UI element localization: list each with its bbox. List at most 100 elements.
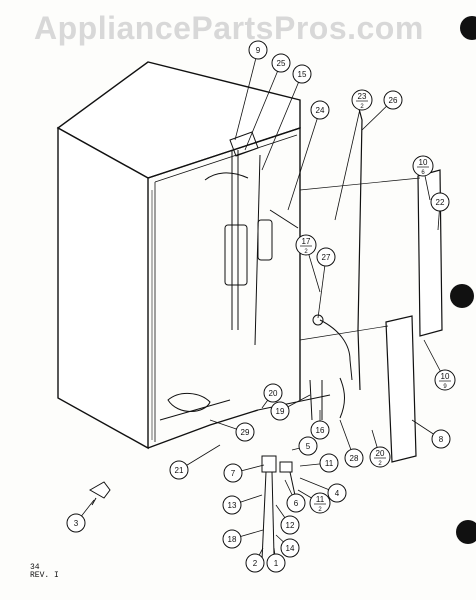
callout-c4: 4 xyxy=(327,483,347,503)
leader-line-c9 xyxy=(234,49,259,141)
callout-c25: 25 xyxy=(271,53,291,73)
callout-circle xyxy=(286,493,306,513)
callout-number: 24 xyxy=(316,106,325,115)
binder-hole-bottom xyxy=(456,520,476,544)
binder-hole-top xyxy=(460,16,476,40)
callout-subnumber: 2 xyxy=(304,249,308,255)
callout-circle xyxy=(310,420,330,440)
callout-circle xyxy=(319,453,339,473)
callout-subnumber: 2 xyxy=(318,507,322,513)
callout-number: 18 xyxy=(228,535,237,544)
rear-components xyxy=(159,131,299,421)
callout-c29: 29 xyxy=(235,422,255,442)
callout-circle xyxy=(248,40,268,60)
callout-number: 8 xyxy=(439,435,444,444)
callout-circle xyxy=(270,401,290,421)
callout-number: 22 xyxy=(436,198,445,207)
callout-c17_2: 172 xyxy=(295,234,317,256)
callout-circle xyxy=(298,436,318,456)
callout-c28: 28 xyxy=(344,448,364,468)
callout-c9: 9 xyxy=(248,40,268,60)
callout-c27: 27 xyxy=(316,247,336,267)
callout-number: 19 xyxy=(276,407,285,416)
callout-c23_2: 232 xyxy=(351,89,373,111)
leader-line-c15 xyxy=(261,73,303,171)
page-number: 34 xyxy=(30,563,40,572)
callout-circle xyxy=(351,89,373,111)
callout-c20: 20 xyxy=(263,383,283,403)
callout-c21: 21 xyxy=(169,460,189,480)
leader-line-c24 xyxy=(287,109,321,211)
callout-number: 11 xyxy=(325,459,334,468)
callout-c20_2: 202 xyxy=(369,446,391,468)
callout-circle xyxy=(222,495,242,515)
callout-number: 14 xyxy=(286,544,295,553)
callout-c15: 15 xyxy=(292,64,312,84)
revision-label: REV. I xyxy=(30,571,59,580)
callout-number: 9 xyxy=(256,46,261,55)
callout-c11: 11 xyxy=(319,453,339,473)
callout-c3: 3 xyxy=(66,513,86,533)
callout-number: 20 xyxy=(269,389,278,398)
callout-circle xyxy=(309,492,331,514)
callout-circle xyxy=(292,64,312,84)
footer: 34 REV. I xyxy=(30,564,59,580)
callout-c12: 12 xyxy=(280,515,300,535)
callout-number: 21 xyxy=(175,466,184,475)
callout-number: 6 xyxy=(294,499,299,508)
callout-number: 26 xyxy=(389,96,398,105)
callout-c22: 22 xyxy=(430,192,450,212)
callout-c24: 24 xyxy=(310,100,330,120)
callout-circle xyxy=(266,553,286,573)
callout-c2: 2 xyxy=(245,553,265,573)
callout-number: 11 xyxy=(316,495,325,504)
callout-number: 10 xyxy=(419,158,428,167)
callout-number: 3 xyxy=(74,519,79,528)
callout-circle xyxy=(245,553,265,573)
back-panels xyxy=(299,104,443,463)
callout-c7: 7 xyxy=(223,463,243,483)
callout-c13: 13 xyxy=(222,495,242,515)
callout-subnumber: 2 xyxy=(360,104,364,110)
callout-c8: 8 xyxy=(431,429,451,449)
callout-circle xyxy=(280,515,300,535)
callout-number: 16 xyxy=(316,426,325,435)
callout-circle xyxy=(280,538,300,558)
callout-number: 12 xyxy=(286,521,295,530)
callout-c14: 14 xyxy=(280,538,300,558)
callouts: 9251524232261062217227109820191629528202… xyxy=(66,40,456,573)
callout-circle xyxy=(169,460,189,480)
callout-circle xyxy=(434,369,456,391)
callout-number: 2 xyxy=(253,559,258,568)
callout-subnumber: 6 xyxy=(421,170,425,176)
callout-c6: 6 xyxy=(286,493,306,513)
callout-c10_6: 10 6 xyxy=(412,155,434,177)
leader-line-c25 xyxy=(244,62,282,151)
callout-number: 15 xyxy=(298,70,307,79)
callout-circle xyxy=(316,247,336,267)
callout-c11_2: 11 2 xyxy=(309,492,331,514)
callout-circle xyxy=(412,155,434,177)
callout-number: 29 xyxy=(241,428,250,437)
callout-c10_9: 109 xyxy=(434,369,456,391)
callout-circle xyxy=(310,100,330,120)
callout-circle xyxy=(431,429,451,449)
watermark-text: AppliancePartsPros.com xyxy=(34,10,424,46)
callout-number: 1 xyxy=(274,559,279,568)
callout-circle xyxy=(271,53,291,73)
callout-circle xyxy=(235,422,255,442)
callout-circle xyxy=(222,529,242,549)
callout-subnumber: 2 xyxy=(378,461,382,467)
callout-number: 28 xyxy=(350,454,359,463)
callout-circle xyxy=(430,192,450,212)
leader-line-c23_2 xyxy=(334,99,363,221)
binder-hole-middle xyxy=(450,284,474,308)
callout-c5: 5 xyxy=(298,436,318,456)
valve-assembly xyxy=(261,455,297,561)
callout-circle xyxy=(263,383,283,403)
callout-c19: 19 xyxy=(270,401,290,421)
callout-c1: 1 xyxy=(266,553,286,573)
callout-number: 10 xyxy=(441,372,450,381)
callout-number: 13 xyxy=(228,501,237,510)
